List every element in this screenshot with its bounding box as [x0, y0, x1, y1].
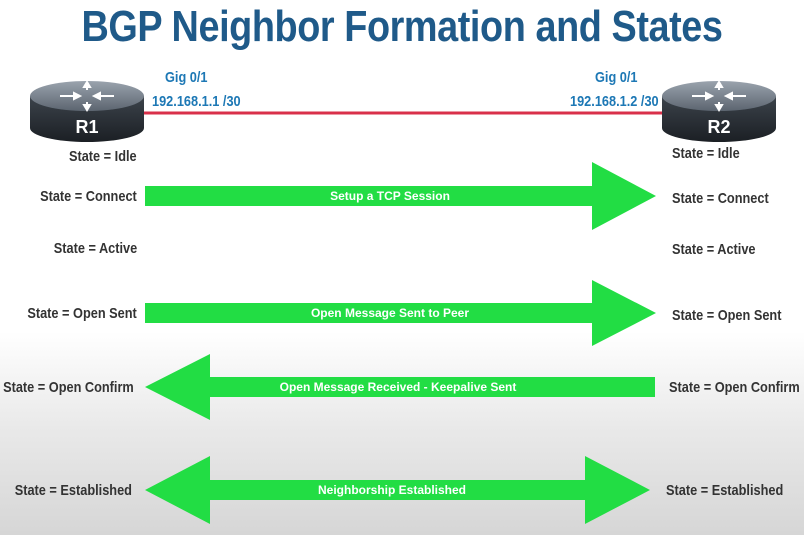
r2-interface-label: Gig 0/1 [595, 69, 638, 86]
arrow-tcp-session-label: Setup a TCP Session [330, 189, 450, 203]
r1-state-established: State = Established [14, 482, 132, 499]
r1-state-active: State = Active [53, 240, 137, 257]
r1-state-open-confirm: State = Open Confirm [3, 379, 134, 396]
r1-state-open-sent: State = Open Sent [27, 305, 137, 322]
r2-state-open-sent: State = Open Sent [672, 307, 782, 324]
r1-state-connect: State = Connect [40, 188, 137, 205]
r2-state-idle: State = Idle [672, 145, 740, 162]
arrow-open-confirm-label: Open Message Received - Keepalive Sent [280, 380, 517, 394]
r1-ip-label: 192.168.1.1 /30 [152, 93, 241, 110]
r2-ip-label: 192.168.1.2 /30 [570, 93, 659, 110]
arrow-established-label: Neighborship Established [318, 483, 466, 497]
r2-state-active: State = Active [672, 241, 756, 258]
diagram-title: BGP Neighbor Formation and States [81, 2, 723, 51]
r1-interface-label: Gig 0/1 [165, 69, 208, 86]
arrow-open-confirm: Open Message Received - Keepalive Sent [145, 354, 655, 420]
r2-state-connect: State = Connect [672, 190, 769, 207]
r2-state-established: State = Established [666, 482, 784, 499]
arrow-open-sent: Open Message Sent to Peer [145, 280, 656, 346]
router-r1-label: R1 [75, 117, 98, 137]
arrow-open-sent-label: Open Message Sent to Peer [311, 306, 469, 320]
router-r2-label: R2 [707, 117, 730, 137]
router-r1-icon: R1 [30, 80, 144, 142]
r2-state-open-confirm: State = Open Confirm [669, 379, 800, 396]
r1-state-idle: State = Idle [69, 148, 137, 165]
arrow-tcp-session: Setup a TCP Session [145, 162, 656, 230]
router-r2-icon: R2 [662, 80, 776, 142]
arrow-established: Neighborship Established [145, 456, 650, 524]
